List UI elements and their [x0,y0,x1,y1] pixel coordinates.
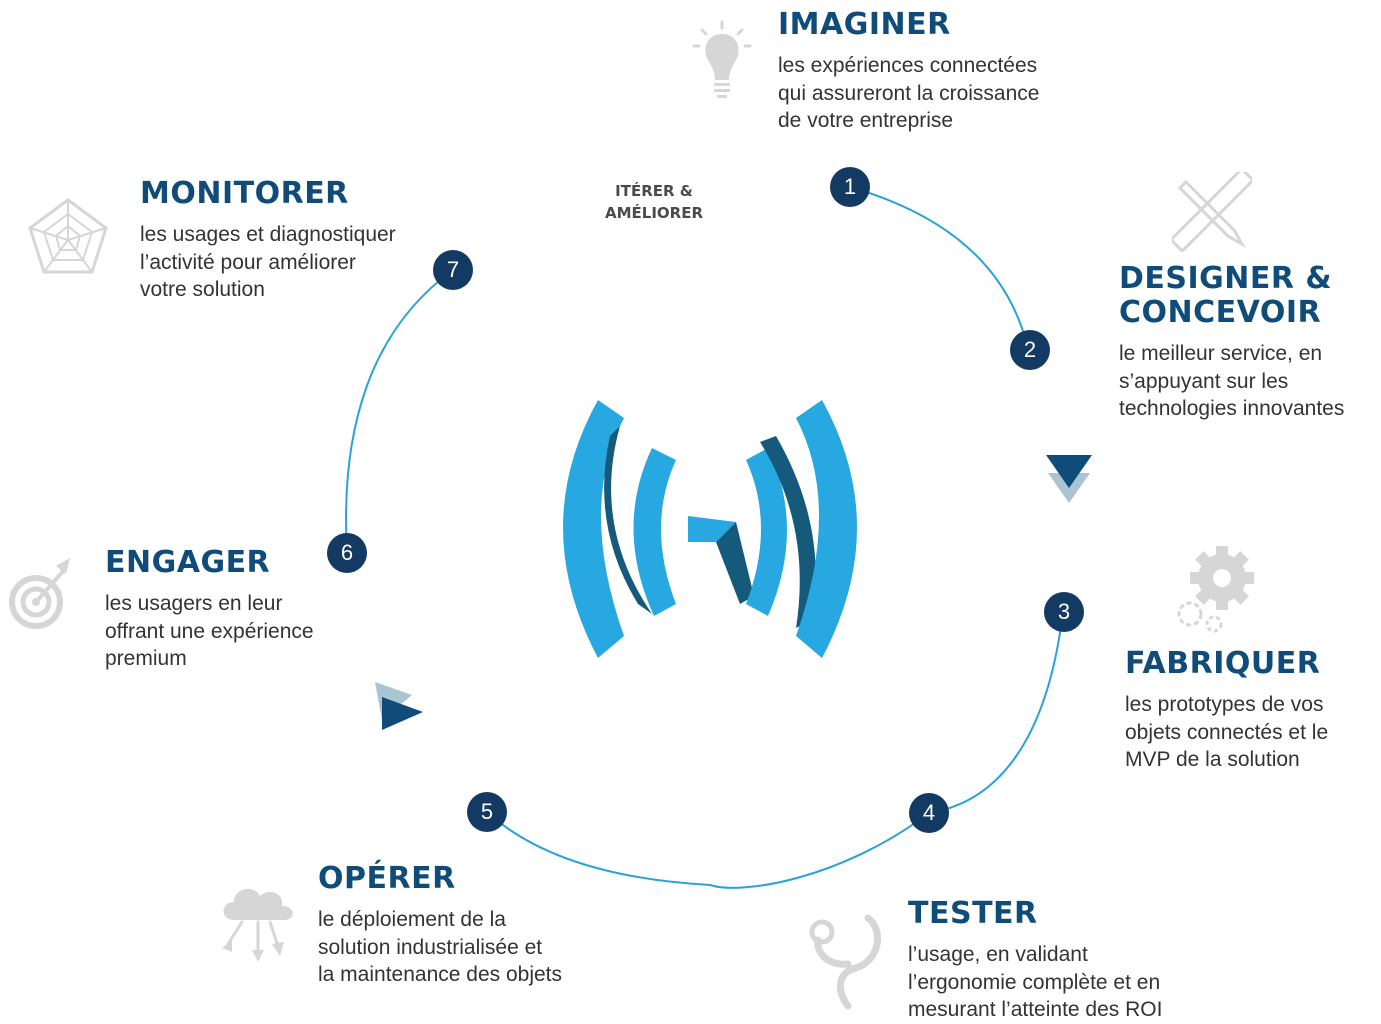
step-title: MONITORER [140,176,349,211]
gears-icon [1177,546,1254,633]
step-number-badge: 6 [327,533,367,573]
step-description: les usagers en leur offrant une expérien… [105,592,314,670]
step-number-badge: 7 [433,250,473,290]
step-description: l’usage, en validant l’ergonomie complèt… [908,943,1163,1021]
step-imaginer: IMAGINER les expériences connectées qui … [778,8,1039,135]
step-title: TESTER [908,896,1038,931]
step-designer: DESIGNER & CONCEVOIR le meilleur service… [1119,262,1344,423]
step-engager: ENGAGER les usagers en leur offrant une … [105,546,314,673]
cloud-icon [222,888,293,962]
lightbulb-icon [692,20,752,98]
ring-arc-1-2 [849,186,1029,350]
center-logo-icon [563,400,857,658]
step-description: le déploiement de la solution industrial… [318,908,562,986]
step-fabriquer: FABRIQUER les prototypes de vos objets c… [1125,647,1328,774]
step-title: FABRIQUER [1125,646,1321,681]
down-arrow-icon [1046,455,1092,503]
step-number-badge: 4 [909,793,949,833]
ring-arc-6-7 [345,269,454,553]
ring-arc-3-4 [928,610,1064,814]
step-number-badge: 2 [1010,330,1050,370]
iterate-improve-label: ITÉRER & AMÉLIORER [604,182,704,222]
step-description: le meilleur service, en s’appuyant sur l… [1119,342,1345,420]
step-title: IMAGINER [778,7,951,42]
target-icon [9,558,70,629]
step-title: ENGAGER [105,545,271,580]
step-title: OPÉRER [318,861,456,896]
pencil-ruler-icon [1172,172,1252,252]
step-monitorer: MONITORER les usages et diagnostiquer l’… [140,177,396,304]
right-arrow-icon [375,682,423,730]
step-title: DESIGNER & CONCEVOIR [1119,261,1333,330]
step-number-badge: 1 [830,167,870,207]
step-number-badge: 5 [467,792,507,832]
step-tester: TESTER l’usage, en validant l’ergonomie … [908,897,1162,1024]
radar-chart-icon [28,198,108,274]
step-operer: OPÉRER le déploiement de la solution ind… [318,862,562,989]
step-description: les usages et diagnostiquer l’activité p… [140,223,396,301]
step-description: les expériences connectées qui assureron… [778,54,1040,132]
step-number-badge: 3 [1044,592,1084,632]
ring-arc-4-5 [486,811,930,889]
stethoscope-icon [809,914,881,1010]
step-description: les prototypes de vos objets connectés e… [1125,693,1329,771]
